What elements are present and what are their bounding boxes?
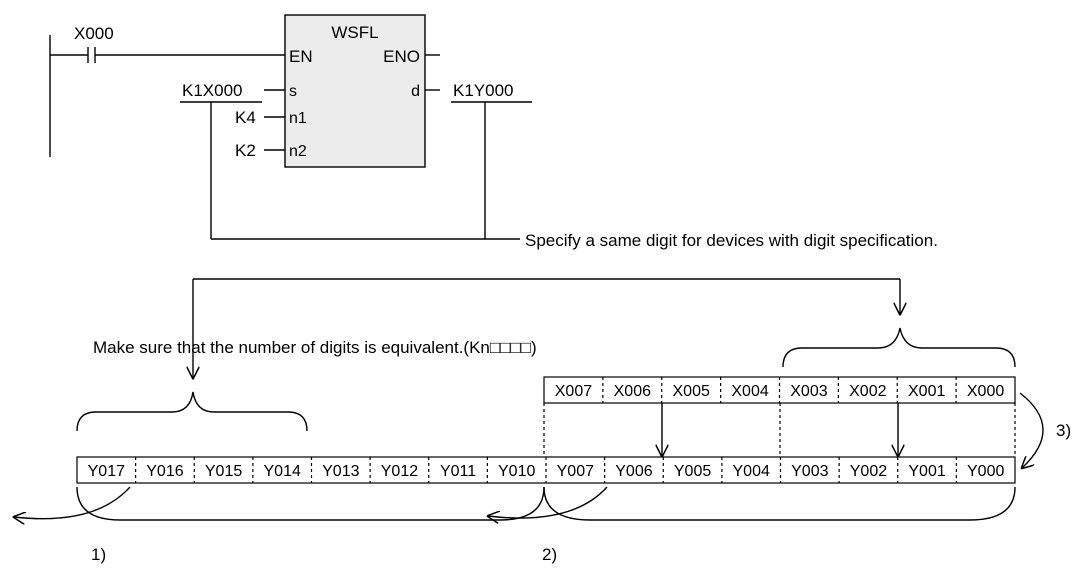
same-digit-note: Specify a same digit for devices with di…: [525, 231, 938, 250]
dest-cell: Y007: [557, 463, 594, 480]
step2-label: 2): [542, 545, 557, 564]
pin-en: EN: [289, 47, 313, 66]
step1-label: 1): [91, 545, 106, 564]
pin-s: s: [289, 83, 297, 100]
step3-arrow: [1019, 392, 1044, 468]
dest-cell: Y015: [205, 463, 242, 480]
dest-cell: Y017: [88, 463, 125, 480]
source-cell: X006: [614, 383, 651, 400]
alignment-guides: [543, 403, 1016, 457]
dest-cell: Y012: [381, 463, 418, 480]
dest-cell: Y005: [674, 463, 711, 480]
step3-label: 3): [1056, 421, 1071, 440]
dest-cell: Y016: [146, 463, 183, 480]
source-register: X007 X006 X005 X004 X003 X002 X001 X000: [543, 376, 1016, 404]
dest-register: Y017 Y016 Y015 Y014 Y013 Y012 Y011 Y010 Y007 Y006…: [76, 456, 1016, 484]
contact-label: X000: [74, 24, 114, 43]
source-cell: X004: [731, 383, 768, 400]
wsfl-function-block: [284, 14, 426, 168]
dest-cell: Y014: [264, 463, 301, 480]
source-cell: X007: [555, 383, 592, 400]
dest-cell: Y011: [440, 463, 476, 480]
pin-d: d: [411, 83, 420, 100]
equivalent-digits-connector: [193, 278, 900, 378]
operand-n1: K4: [235, 108, 256, 127]
dest-cell: Y002: [850, 463, 887, 480]
operand-n2: K2: [235, 141, 256, 160]
pin-n2: n2: [289, 143, 307, 160]
contact-x000: [87, 47, 96, 63]
step2-arrow: [488, 486, 608, 518]
pin-n1: n1: [289, 110, 307, 127]
source-cell: X003: [790, 383, 827, 400]
ladder-program: X000 WSFL EN ENO s d n1 n2 K1X000 K1Y000…: [49, 14, 532, 168]
dest-cell: Y000: [967, 463, 1004, 480]
source-cell: X002: [849, 383, 886, 400]
source-cell: X000: [967, 383, 1004, 400]
dest-cell: Y001: [908, 463, 945, 480]
block-title: WSFL: [331, 23, 378, 42]
source-curly-brace: [782, 327, 1016, 368]
step1-arrow: [14, 486, 131, 519]
source-cell: X005: [673, 383, 710, 400]
same-digit-bracket: [210, 102, 520, 240]
operand-d: K1Y000: [453, 81, 514, 100]
shift-range-brace-left: [76, 486, 545, 521]
dest-cell: Y006: [615, 463, 652, 480]
dest-cell: Y003: [791, 463, 828, 480]
dest-cell: Y010: [498, 463, 535, 480]
operand-s: K1X000: [182, 81, 243, 100]
dest-curly-brace: [76, 391, 308, 432]
source-cell: X001: [908, 383, 945, 400]
shift-range-brace-right: [543, 486, 1016, 521]
pin-eno: ENO: [383, 47, 420, 66]
equivalent-digits-note: Make sure that the number of digits is e…: [93, 338, 537, 357]
dest-cell: Y004: [733, 463, 770, 480]
dest-cell: Y013: [322, 463, 359, 480]
